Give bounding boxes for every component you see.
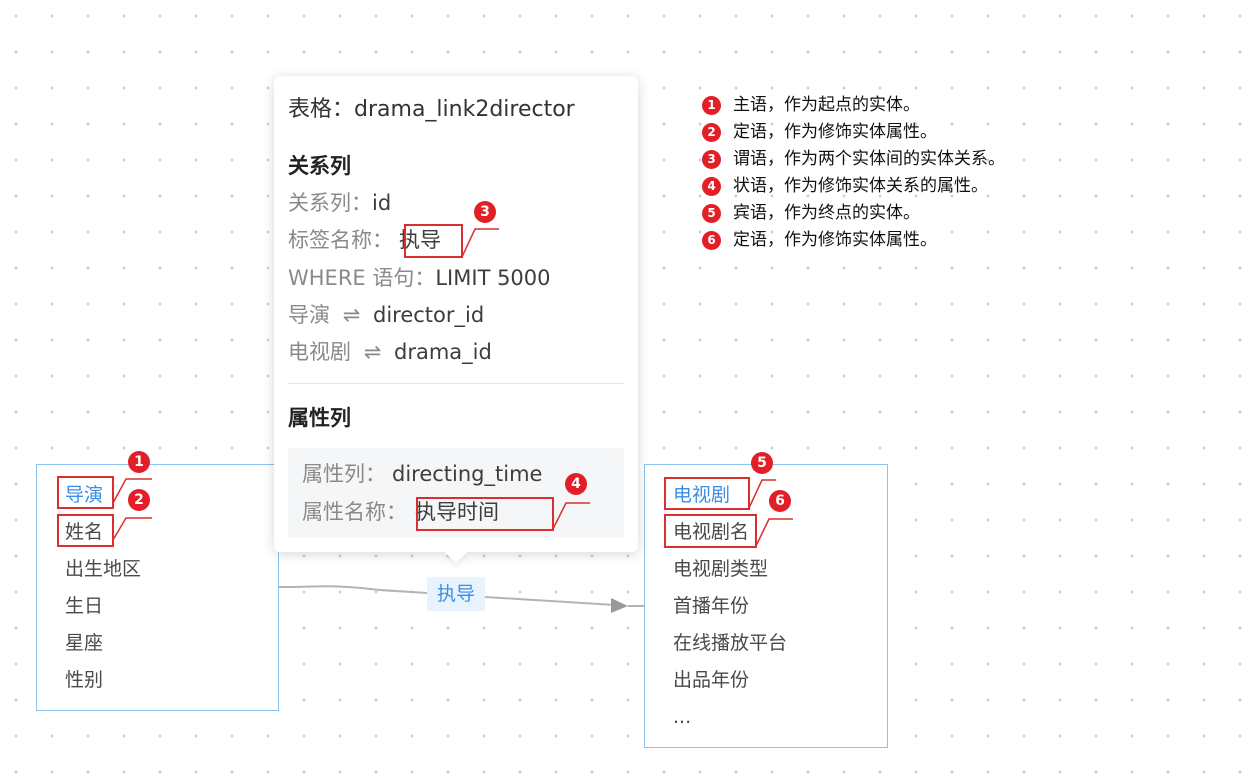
drama-entity-node[interactable]: 电视剧 电视剧名 电视剧类型 首播年份 在线播放平台 出品年份 ... [644, 464, 888, 748]
tag-name-line: 标签名称：执导 [288, 226, 441, 254]
field-birth-region[interactable]: 出生地区 [65, 558, 142, 580]
map1-from: 导演 [288, 303, 330, 327]
field-birthday[interactable]: 生日 [65, 595, 104, 617]
badge-4: 4 [565, 473, 587, 495]
legend-text: 谓语，作为两个实体间的实体关系。 [733, 149, 1005, 169]
tag-name-key: 标签名称： [288, 228, 393, 252]
edge-label[interactable]: 执导 [427, 577, 485, 611]
attr-heading: 属性列 [288, 406, 351, 430]
where-val: LIMIT 5000 [435, 266, 551, 290]
annotation-box-predicate [404, 224, 463, 258]
badge-5: 5 [751, 452, 773, 474]
swap-icon: ⇌ [342, 303, 361, 327]
relation-heading: 关系列 [288, 154, 351, 178]
legend-badge: 6 [702, 231, 721, 250]
attr-col-val: directing_time [392, 462, 543, 486]
legend-badge: 1 [702, 96, 721, 115]
annotation-box-adverbial [416, 497, 554, 531]
field-gender[interactable]: 性别 [65, 669, 104, 691]
entity-name-director[interactable]: 导演 [65, 484, 104, 506]
field-more[interactable]: ... [673, 706, 692, 728]
field-zodiac[interactable]: 星座 [65, 632, 104, 654]
map2-to: drama_id [393, 340, 492, 364]
field-production-year[interactable]: 出品年份 [673, 669, 750, 691]
attr-name-val: 执导时间 [415, 500, 499, 524]
legend-text: 宾语，作为终点的实体。 [733, 203, 920, 223]
edge-path [278, 585, 616, 606]
map1-to: director_id [372, 303, 485, 327]
legend-badge: 2 [702, 123, 721, 142]
field-drama-type[interactable]: 电视剧类型 [673, 558, 769, 580]
where-key: WHERE 语句： [288, 266, 436, 290]
relation-tooltip: 表格：drama_link2director 关系列 关系列：id 标签名称：执… [274, 76, 638, 564]
legend-badge: 4 [702, 177, 721, 196]
edge-arrowhead [611, 598, 628, 613]
badge-1: 1 [128, 451, 150, 473]
attr-name-key: 属性名称： [302, 500, 407, 524]
field-name[interactable]: 姓名 [65, 521, 104, 543]
map2-from: 电视剧 [288, 340, 351, 364]
annotation-box-attribute-left [57, 514, 114, 547]
legend-badge: 3 [702, 150, 721, 169]
attr-col-line: 属性列：directing_time [302, 460, 542, 488]
legend-badge: 5 [702, 204, 721, 223]
field-platform[interactable]: 在线播放平台 [673, 632, 788, 654]
annotation-box-subject [57, 476, 114, 509]
table-name: drama_link2director [354, 97, 575, 122]
annotation-box-attribute-right [664, 514, 757, 548]
attribute-box: 属性列：directing_time 属性名称： 执导时间 [288, 448, 624, 538]
table-label: 表格： [288, 97, 355, 122]
attr-col-key: 属性列： [302, 462, 386, 486]
table-line: 表格：drama_link2director [288, 96, 575, 124]
tooltip-divider [288, 383, 624, 384]
tag-name-val: 执导 [399, 228, 441, 252]
mapping-line-director: 导演 ⇌ director_id [288, 301, 484, 329]
legend-text: 定语，作为修饰实体属性。 [733, 230, 937, 250]
badge-6: 6 [769, 490, 791, 512]
relation-col-line: 关系列：id [288, 189, 391, 217]
badge-2: 2 [128, 489, 150, 511]
annotation-box-object [664, 477, 750, 510]
badge-3: 3 [474, 201, 496, 223]
legend-text: 定语，作为修饰实体属性。 [733, 122, 937, 142]
entity-name-drama[interactable]: 电视剧 [673, 484, 731, 506]
relation-col-key: 关系列： [288, 191, 372, 215]
swap-icon: ⇌ [363, 340, 382, 364]
where-line: WHERE 语句：LIMIT 5000 [288, 264, 551, 292]
legend-text: 主语，作为起点的实体。 [733, 95, 920, 115]
mapping-line-drama: 电视剧 ⇌ drama_id [288, 338, 492, 366]
relation-col-val: id [372, 191, 392, 215]
attr-name-line: 属性名称： 执导时间 [302, 498, 499, 526]
field-drama-name[interactable]: 电视剧名 [673, 521, 750, 543]
director-entity-node[interactable]: 导演 姓名 出生地区 生日 星座 性别 [36, 464, 279, 711]
field-premiere-year[interactable]: 首播年份 [673, 595, 750, 617]
legend-text: 状语，作为修饰实体关系的属性。 [733, 176, 988, 196]
